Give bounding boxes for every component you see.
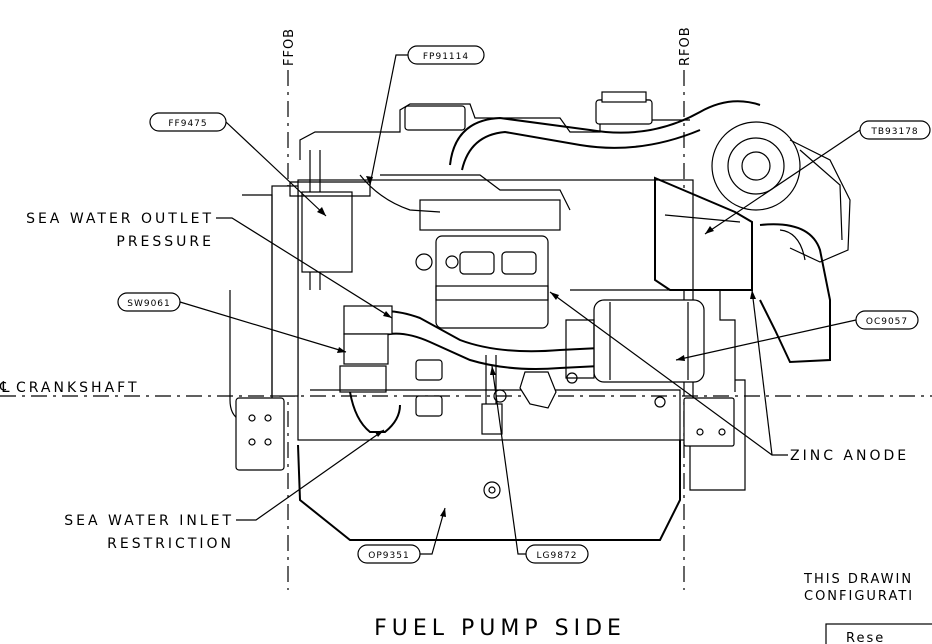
view-title: FUEL PUMP SIDE [374,616,626,641]
sea-water-outlet-label: SEA WATER OUTLET PRESSURE [26,211,393,319]
svg-text:LG9872: LG9872 [537,551,578,561]
callout-fp91114: FP91114 [366,45,485,186]
svg-text:PRESSURE: PRESSURE [116,234,214,250]
sea-water-inlet-label: SEA WATER INLET RESTRICTION [64,429,385,552]
ffob-label: FFOB [282,28,297,66]
callout-lg9872: LG9872 [490,365,589,564]
svg-text:SEA WATER OUTLET: SEA WATER OUTLET [26,211,214,227]
callout-oc9057: OC9057 [675,310,919,361]
svg-text:TB93178: TB93178 [870,127,918,137]
callout-ff9475: FF9475 [149,112,327,217]
note-line-2: CONFIGURATI [804,589,914,604]
svg-text:SEA WATER INLET: SEA WATER INLET [64,513,234,529]
centerline-symbol: ℄ [0,378,10,396]
svg-text:FP91114: FP91114 [423,52,469,62]
note-line-1: THIS DRAWIN [803,572,913,587]
callout-op9351: OP9351 [357,507,446,564]
crankshaft-label: CRANKSHAFT [16,380,140,396]
svg-text:SW9061: SW9061 [127,299,171,309]
rfob-label: RFOB [678,26,693,66]
svg-text:RESTRICTION: RESTRICTION [107,536,234,552]
callout-tb93178: TB93178 [704,120,931,235]
zinc-anode-label: ZINC ANODE [549,289,909,464]
svg-text:OP9351: OP9351 [368,551,409,561]
svg-text:ZINC ANODE: ZINC ANODE [790,448,909,464]
engine-outline [229,91,851,541]
svg-text:OC9057: OC9057 [866,317,908,327]
note-box-text: Rese [846,631,885,644]
note-box [825,623,932,644]
callout-sw9061: SW9061 [117,292,347,353]
svg-text:FF9475: FF9475 [168,119,207,129]
